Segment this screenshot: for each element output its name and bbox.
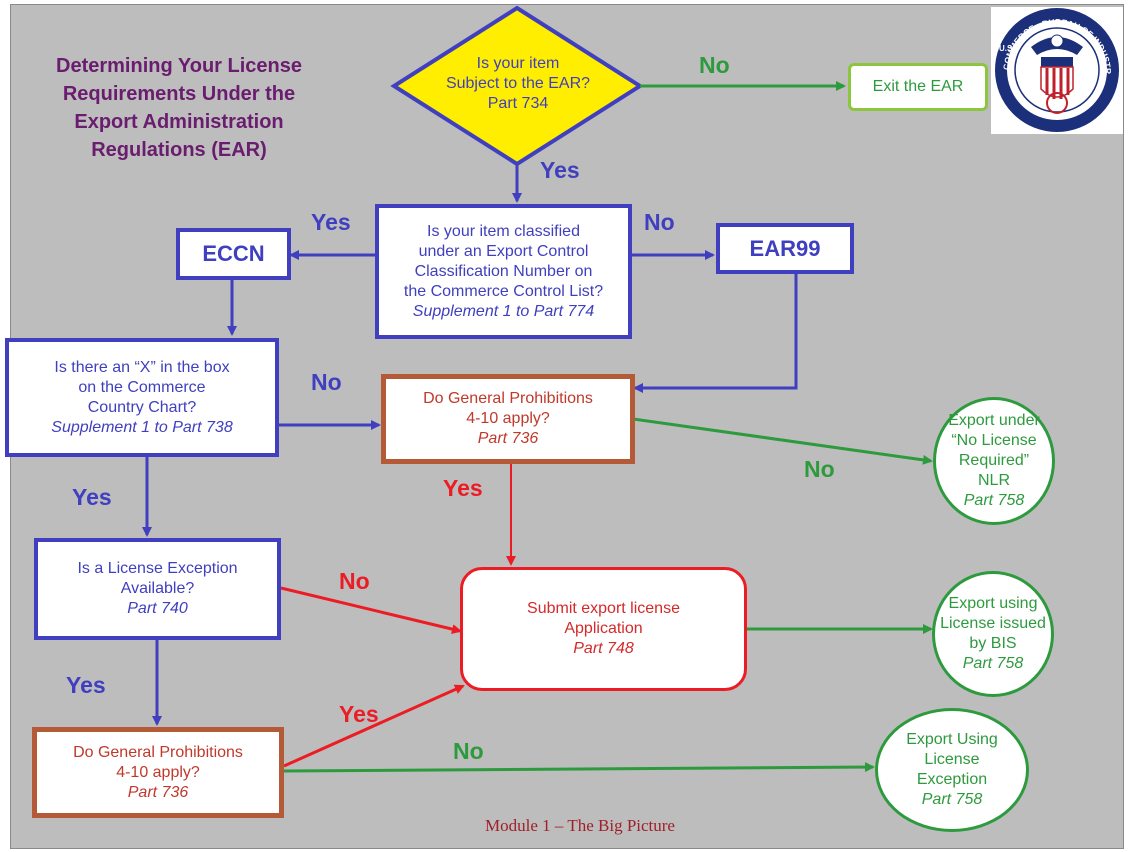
edge-label-classified-yes: Yes: [311, 209, 351, 235]
node-text: Export Using: [906, 731, 998, 748]
edge-gp2-usingexc: [283, 762, 875, 773]
title-line: Determining Your License: [56, 55, 302, 77]
node-export-nlr: Export under “No License Required” NLR P…: [933, 397, 1055, 525]
node-part: Part 758: [921, 791, 983, 808]
node-text: Is a License Exception: [77, 560, 238, 577]
edge-label-exception-yes: Yes: [66, 672, 106, 698]
edge-label-gp2-no: No: [453, 738, 484, 764]
node-text: Subject to the EAR?: [445, 75, 591, 92]
node-part: Supplement 1 to Part 774: [412, 302, 595, 320]
node-text: Do General Prohibitions: [73, 743, 243, 761]
node-text: Required”: [958, 452, 1030, 469]
node-eccn: ECCN: [176, 228, 291, 280]
node-text: Available?: [120, 580, 195, 597]
node-text: Exit the EAR: [872, 78, 964, 95]
node-text: on the Commerce: [78, 378, 206, 396]
node-part: Part 740: [127, 600, 188, 617]
node-text: under an Export Control: [418, 242, 589, 260]
node-part: Part 736: [477, 430, 539, 447]
node-text: Submit export license: [527, 600, 680, 617]
node-text: License: [924, 751, 980, 768]
node-license-exception: Is a License Exception Available? Part 7…: [34, 538, 281, 640]
edge-gp2-submit: [283, 684, 465, 768]
node-export-license-exception: Export Using License Exception Part 758: [875, 708, 1029, 832]
node-part: Part 736: [127, 783, 189, 801]
node-text: 4-10 apply?: [116, 763, 200, 781]
edge-exception-submit: [280, 586, 462, 634]
edge-label-classified-no: No: [644, 209, 675, 235]
node-part: Part 758: [963, 492, 1025, 509]
node-text: 4-10 apply?: [466, 410, 550, 427]
seal-prefix: U.S.: [999, 44, 1015, 53]
edge-label-xbox-yes: Yes: [72, 484, 112, 510]
edge-label-exception-no: No: [339, 568, 370, 594]
node-subject-to-ear: Is your item Subject to the EAR? Part 73…: [418, 54, 618, 114]
edge-label-subject-yes: Yes: [540, 157, 580, 183]
node-text: Do General Prohibitions: [423, 390, 593, 407]
node-text: Exception: [916, 771, 988, 788]
title-line: Requirements Under the: [62, 83, 296, 105]
node-text: Is there an “X” in the box: [54, 358, 230, 376]
seal-graphic: DEPARTMENT OF COMMERCE · BUREAU OF INDUS…: [987, 0, 1119, 132]
title-line: Export Administration: [74, 111, 284, 133]
node-text: Is your item: [476, 55, 560, 72]
node-general-prohibitions-1: Do General Prohibitions 4-10 apply? Part…: [381, 374, 635, 464]
node-part: Supplement 1 to Part 738: [51, 418, 233, 436]
node-text: Classification Number on: [414, 262, 593, 280]
node-ear99: EAR99: [716, 223, 854, 274]
node-part: Part 758: [962, 655, 1024, 672]
node-text: NLR: [977, 472, 1010, 489]
node-classified-eccn: Is your item classified under an Export …: [375, 204, 632, 339]
edge-label-gp1-no: No: [804, 456, 835, 482]
node-part: Part 748: [573, 640, 634, 657]
node-text: Is your item classified: [427, 222, 580, 240]
edge-label-gp2-yes: Yes: [339, 701, 379, 727]
node-text: Export under: [948, 412, 1040, 429]
node-part: Part 734: [487, 95, 549, 112]
commerce-seal-logo: DEPARTMENT OF COMMERCE · BUREAU OF INDUS…: [987, 0, 1123, 134]
edge-label-subject-no: No: [699, 52, 730, 78]
edge-label-gp1-yes: Yes: [443, 475, 483, 501]
edge-ear99-gp1: [633, 274, 798, 393]
node-text: by BIS: [969, 635, 1017, 652]
node-text: “No License: [951, 432, 1037, 449]
node-text: Country Chart?: [87, 398, 197, 416]
node-export-license-bis: Export using License issued by BIS Part …: [932, 571, 1054, 697]
node-text: Application: [564, 620, 643, 637]
edge-label-xbox-no: No: [311, 369, 342, 395]
footer-caption: Module 1 – The Big Picture: [485, 816, 675, 835]
node-text: EAR99: [749, 235, 821, 261]
node-text: Export using: [948, 595, 1038, 612]
edge-gp1-nlr: [632, 417, 933, 465]
node-submit-license: Submit export license Application Part 7…: [460, 567, 747, 691]
diagram-title: Determining Your License Requirements Un…: [14, 52, 344, 164]
node-text: License issued: [940, 615, 1046, 632]
node-text: ECCN: [202, 241, 265, 266]
node-general-prohibitions-2: Do General Prohibitions 4-10 apply? Part…: [32, 727, 284, 818]
node-exit-ear: Exit the EAR: [848, 63, 988, 111]
title-line: Regulations (EAR): [91, 139, 267, 161]
node-text: the Commerce Control List?: [403, 282, 604, 300]
node-country-chart: Is there an “X” in the box on the Commer…: [5, 338, 279, 457]
